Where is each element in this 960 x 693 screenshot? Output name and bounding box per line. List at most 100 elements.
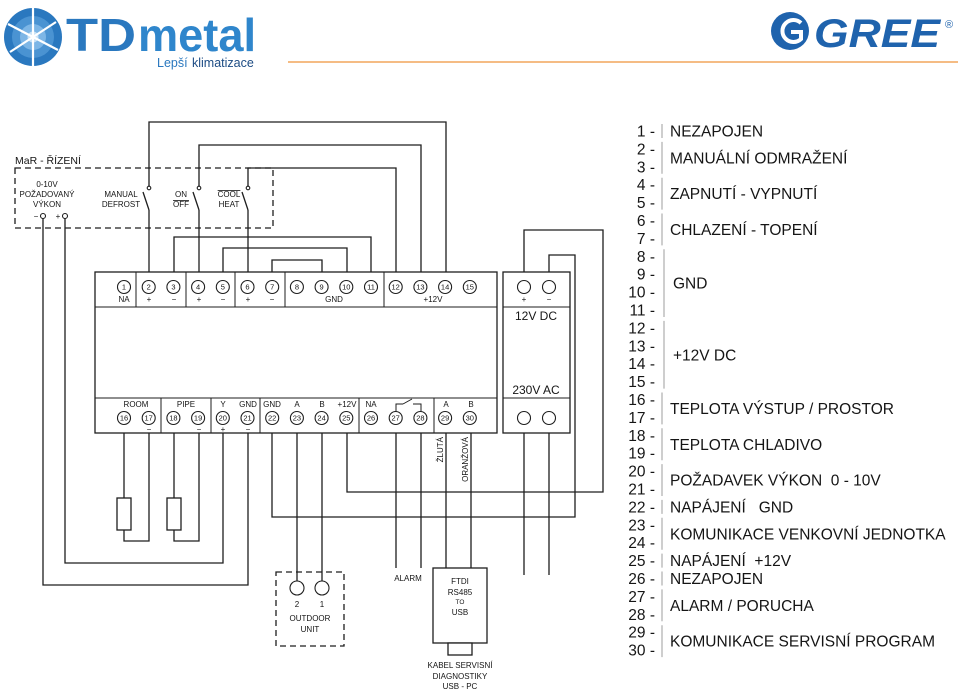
terminal-number: 28	[416, 414, 424, 423]
switch-mode-label-2: HEAT	[219, 200, 240, 209]
legend-number: 5 -	[637, 195, 655, 212]
ftdi-label-4: USB	[452, 608, 468, 617]
legend-number: 22 -	[628, 499, 655, 516]
terminal-21: 21	[240, 410, 255, 426]
terminal-28: 28	[413, 410, 428, 426]
terminal-circle	[438, 279, 453, 295]
usb-plug-icon	[447, 642, 473, 656]
service-cable-label-1: KABEL SERVISNÍ	[428, 661, 494, 670]
terminal-circle	[462, 410, 477, 426]
terminal-14: 14	[438, 279, 453, 295]
terminal-circle	[438, 410, 453, 426]
legend-number: 15 -	[628, 374, 655, 391]
bottom-polarity-t19: −	[197, 425, 202, 434]
legend-number: 29 -	[628, 625, 655, 642]
legend-number: 13 -	[628, 338, 655, 355]
terminal-10: 10	[339, 279, 354, 295]
wire-t7-t9	[271, 259, 323, 281]
wire-t2-t14	[148, 121, 447, 281]
top-label-gnd: GND	[325, 295, 343, 304]
wire-t6-t12	[247, 167, 397, 281]
legend-description: CHLAZENÍ - TOPENÍ	[670, 222, 818, 239]
dc-minus-label: −	[547, 295, 552, 304]
service-cable-label-3: USB - PC	[443, 682, 478, 691]
outdoor-terminal-1	[314, 580, 330, 596]
power-supply-body	[502, 271, 571, 434]
bottom-label-na: NA	[365, 400, 377, 409]
top-label-na: NA	[118, 295, 130, 304]
legend-number: 18 -	[628, 428, 655, 445]
legend-number: 25 -	[628, 553, 655, 570]
terminal-number: 15	[466, 283, 474, 292]
wires	[42, 121, 604, 586]
terminal-number: 17	[145, 414, 153, 423]
alarm-label: ALARM	[394, 574, 422, 583]
wire-color-yellow: ŽLUTÁ	[436, 436, 445, 462]
outdoor-unit-label-1: OUTDOOR	[290, 614, 331, 623]
terminal-circle	[265, 410, 280, 426]
signal-minus: −	[34, 212, 39, 221]
terminal-2: 2	[141, 279, 156, 295]
signal-terminal-minus	[39, 212, 47, 220]
legend-description: MANUÁLNÍ ODMRAŽENÍ	[670, 150, 848, 167]
terminal-legend: 1 -2 -3 -4 -5 -6 -7 -8 -9 -10 -11 -12 -1…	[628, 124, 946, 660]
top-label-t6: +	[246, 295, 251, 304]
wire-signal-minus-t21	[42, 218, 249, 586]
terminal-number: 20	[219, 414, 227, 423]
terminal-number: 30	[466, 414, 474, 423]
terminal-circle	[314, 410, 329, 426]
legend-number: 8 -	[637, 249, 655, 266]
terminal-number: 4	[196, 283, 200, 292]
ac-terminal-1	[516, 410, 532, 426]
legend-number: 16 -	[628, 392, 655, 409]
wire-dc-minus-t22	[271, 254, 576, 518]
terminal-number: 21	[243, 414, 251, 423]
legend-number: 1 -	[637, 124, 655, 141]
legend-number: 21 -	[628, 482, 655, 499]
terminal-number: 29	[441, 414, 449, 423]
terminal-circle	[215, 279, 230, 295]
terminal-29: 29	[438, 410, 453, 426]
terminal-24: 24	[314, 410, 329, 426]
signal-label-line-2: POŽADOVANÝ	[20, 190, 76, 199]
terminal-circle	[289, 410, 304, 426]
on-off-switch-icon	[192, 185, 202, 211]
legend-description: NEZAPOJEN	[670, 571, 763, 588]
legend-number: 2 -	[637, 141, 655, 158]
switch-mode-label-1: COOL	[218, 190, 241, 199]
terminal-circle	[413, 410, 428, 426]
terminal-number: 14	[441, 283, 449, 292]
outdoor-pin-label-a: 2	[295, 600, 300, 609]
terminal-17: 17	[141, 410, 156, 426]
wire-t4-t13	[198, 144, 422, 281]
legend-number: 11 -	[629, 303, 655, 320]
cool-heat-switch-icon	[241, 185, 251, 211]
power-supply-module: + − 12V DC 230V AC	[502, 271, 571, 434]
terminal-number: 19	[194, 414, 202, 423]
control-box-frame	[14, 167, 274, 229]
relay-contact-icon	[395, 398, 422, 411]
tdmetal-tagline-a: Lepší	[157, 56, 188, 70]
terminal-circle	[339, 279, 354, 295]
legend-number: 17 -	[628, 410, 655, 427]
bottom-polarity-t21: −	[246, 425, 251, 434]
bottom-label-a29: A	[443, 400, 449, 409]
terminal-circle	[191, 279, 206, 295]
wire-t3-t11	[173, 236, 372, 281]
legend-number: 24 -	[628, 535, 655, 552]
pipe-sensor-resistor-icon	[166, 497, 182, 531]
top-label-t3: −	[172, 295, 177, 304]
bottom-label-a23: A	[294, 400, 300, 409]
bottom-label-b30: B	[468, 400, 473, 409]
legend-description: NEZAPOJEN	[670, 124, 763, 141]
ftdi-label-2: RS485	[448, 588, 473, 597]
legend-description: +12V DC	[673, 347, 736, 364]
legend-number: 7 -	[637, 231, 655, 248]
legend-number: 14 -	[628, 356, 655, 373]
bottom-label-gnd22: GND	[263, 400, 281, 409]
terminal-22: 22	[265, 410, 280, 426]
legend-number: 23 -	[628, 517, 655, 534]
terminal-circle	[314, 279, 329, 295]
bottom-label-room: ROOM	[124, 400, 149, 409]
